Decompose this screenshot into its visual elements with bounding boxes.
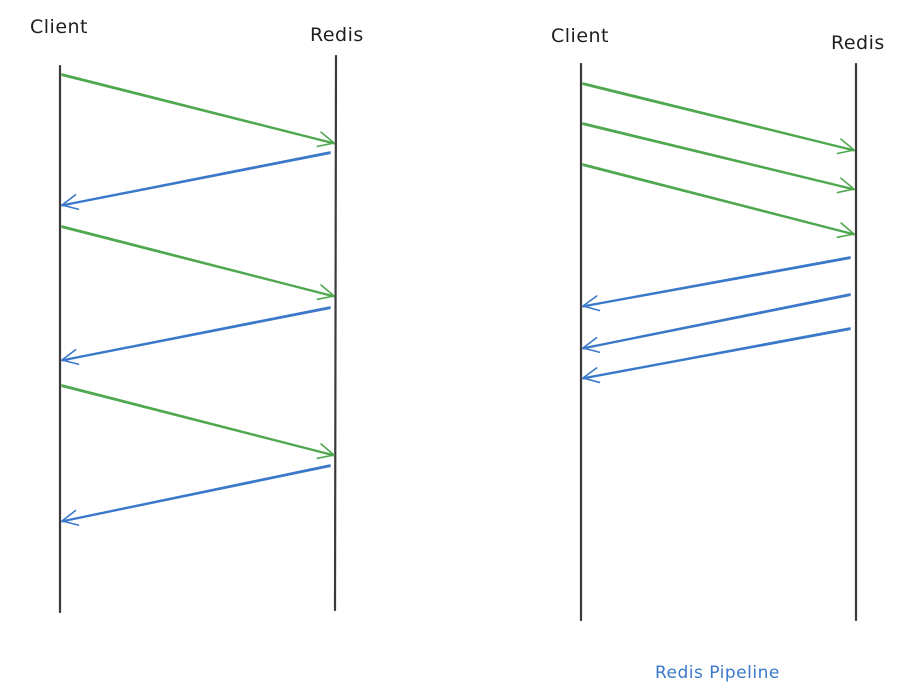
request-arrow (582, 82, 855, 155)
response-arrow (582, 293, 851, 354)
arrow-head (61, 348, 80, 366)
arrow-shaft (582, 293, 851, 349)
arrow-head (836, 177, 855, 194)
arrow-head (836, 222, 855, 239)
arrow-shaft (582, 123, 855, 191)
right-redis-label: Redis (831, 32, 885, 54)
arrow-shaft (61, 74, 335, 145)
request-arrow (582, 163, 855, 239)
response-arrow (61, 464, 331, 526)
right-client-label: Client (551, 25, 610, 47)
arrow-shaft (61, 307, 331, 362)
left-panel (58, 54, 338, 614)
request-arrow (582, 122, 855, 194)
request-arrow (61, 384, 335, 460)
arrow-shaft (61, 465, 331, 523)
arrow-shaft (61, 151, 331, 206)
arrow-head (316, 131, 335, 148)
arrow-head (582, 336, 601, 354)
arrow-head (582, 295, 601, 312)
arrow-shaft (61, 385, 335, 457)
arrow-shaft (61, 306, 331, 361)
response-arrow (582, 256, 851, 312)
response-arrow (61, 306, 331, 366)
arrow-shaft (582, 257, 851, 308)
left-redis-lifeline (333, 54, 338, 612)
left-redis-label: Redis (310, 24, 364, 46)
arrow-shaft (61, 226, 335, 298)
arrow-head (582, 367, 601, 384)
arrow-shaft (582, 294, 851, 350)
arrow-shaft (582, 83, 855, 152)
arrow-shaft (582, 327, 851, 379)
request-arrow (61, 73, 335, 148)
arrow-shaft (582, 164, 855, 236)
arrow-shaft (582, 328, 851, 380)
arrow-head (836, 138, 855, 155)
arrow-shaft (582, 256, 851, 307)
pipeline-caption: Redis Pipeline (655, 663, 780, 683)
arrow-head (61, 193, 80, 211)
response-arrow (61, 151, 331, 211)
arrow-head (316, 443, 335, 460)
right-panel (579, 62, 858, 622)
request-arrow (61, 225, 335, 301)
arrow-shaft (61, 152, 331, 207)
arrow-head (61, 509, 80, 526)
left-client-label: Client (30, 16, 89, 38)
arrow-head (316, 284, 335, 301)
response-arrow (582, 327, 851, 384)
